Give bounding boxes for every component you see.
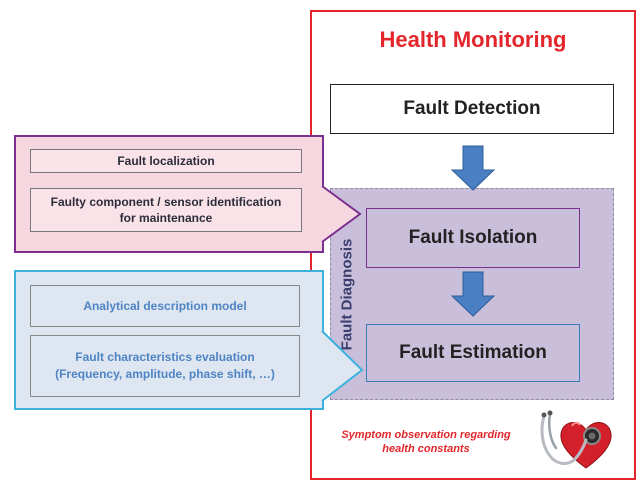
fault-characteristics-item: Fault characteristics evaluation (Freque…: [30, 335, 300, 397]
component-identification-line1: Faulty component / sensor identification: [50, 195, 282, 209]
localization-callout-pointer: [321, 185, 362, 243]
component-identification-item: Faulty component / sensor identification…: [30, 188, 302, 232]
analysis-callout-fill: [322, 330, 362, 402]
symptom-line2: health constants: [382, 443, 470, 455]
symptom-observation-text: Symptom observation regarding health con…: [334, 424, 518, 460]
analysis-callout-pointer: [321, 330, 364, 402]
localization-callout-fill: [322, 185, 360, 243]
fault-detection-box: Fault Detection: [330, 84, 614, 134]
down-arrow-icon: [450, 271, 496, 317]
symptom-line1: Symptom observation regarding: [341, 429, 511, 441]
fault-localization-item: Fault localization: [30, 149, 302, 173]
health-monitoring-title: Health Monitoring: [379, 27, 567, 52]
component-identification-line2: for maintenance: [119, 211, 213, 225]
fault-characteristics-line2: (Frequency, amplitude, phase shift, …): [55, 367, 275, 381]
fault-characteristics-line1: Fault characteristics evaluation: [75, 350, 255, 364]
heart-stethoscope-icon: [540, 410, 612, 469]
analytical-model-item: Analytical description model: [30, 285, 300, 327]
down-arrow-icon: [450, 145, 496, 191]
fault-estimation-box: Fault Estimation: [366, 324, 580, 382]
fault-isolation-box: Fault Isolation: [366, 208, 580, 268]
